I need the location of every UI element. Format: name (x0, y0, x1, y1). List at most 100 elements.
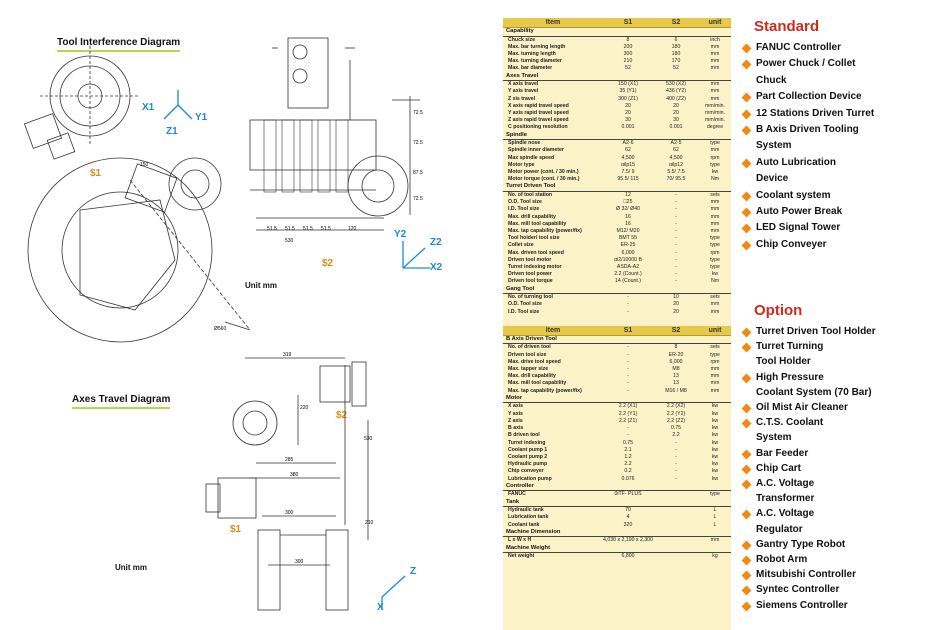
spec-unit: Nm (710, 176, 720, 183)
list-item: Coolant system (740, 188, 940, 204)
spec-item: Max. mill tool capability (508, 220, 567, 227)
spec-s2: - (675, 220, 677, 227)
spec-s2: 400 (Z2) (666, 95, 686, 102)
spec-item: Max. mill tool capability (508, 380, 567, 387)
spec-s2: - (675, 256, 677, 263)
list-item-continuation: Regulator (740, 522, 940, 537)
list-item: Chip Cart (740, 461, 940, 476)
spec-s2 (653, 553, 699, 560)
spec-item: Chuck size (508, 36, 536, 43)
list-item-label: Regulator (756, 523, 803, 535)
list-item: A.C. Voltage (740, 476, 940, 491)
list-item: Chip Conveyer (740, 237, 940, 253)
spec-unit: inch (710, 36, 720, 43)
spec-unit: kw (711, 403, 719, 410)
list-item: B Axis Driven Tooling (740, 122, 940, 138)
spec-s2: 20 (673, 110, 679, 117)
dim-label: 300 (295, 559, 304, 565)
spec-s2: 6 (674, 36, 678, 43)
list-item-continuation: System (740, 138, 940, 154)
spec-s2: - (675, 249, 677, 256)
diamond-bullet-icon (741, 342, 752, 353)
spec-s2: 180 (671, 51, 681, 57)
spec-item: No. of tool station (508, 192, 553, 199)
diamond-bullet-icon (741, 601, 752, 612)
list-item-continuation: Tool Holder (740, 354, 940, 369)
section-title: B Axis Driven Tool (503, 336, 731, 345)
spec-s1: Ø 32/ Ø40 (616, 206, 640, 213)
list-item-label: LED Signal Tower (756, 222, 841, 234)
spec-s2: 70/ 95.5 (666, 176, 686, 183)
list-item: LED Signal Tower (740, 220, 940, 236)
spec-s1: αi2/10000 B (614, 256, 642, 263)
spec-s2: 170 (671, 58, 681, 65)
spec-s2: A2-5 (670, 140, 682, 147)
spec-item: Z xis travel (508, 95, 536, 102)
list-item: C.T.S. Coolant (740, 415, 940, 430)
spec-s2: 20 (673, 102, 679, 109)
spec-unit: mm (710, 95, 720, 102)
s2-label-top: $2 (322, 258, 334, 269)
spec-s1: 150 (X1) (618, 81, 638, 88)
section-title: Capability (503, 28, 731, 37)
spec-s2: - (675, 439, 677, 446)
spec-item: Collet size (508, 242, 534, 249)
spec-item: No. of turning tool (508, 294, 553, 301)
spec-item: Max. driven tool speed (508, 249, 564, 256)
list-item: Auto Power Break (740, 204, 940, 220)
spec-s2: - (675, 453, 677, 460)
spec-item: Max. drill capability (508, 213, 556, 220)
spec-item: Max. drive tool speed (508, 358, 561, 365)
diamond-bullet-icon (741, 191, 752, 202)
axis-x1-label: X1 (142, 102, 155, 113)
spec-s1: A2-6 (622, 140, 634, 147)
spec-item: Max. tap capability (power/fix) (508, 387, 582, 394)
list-item-label: Coolant System (70 Bar) (756, 386, 872, 398)
spec-s1: □25 (623, 199, 633, 206)
spec-s1: 300 (623, 51, 633, 57)
spec-item: Max. tapper size (508, 366, 549, 373)
diamond-bullet-icon (741, 43, 752, 54)
spec-s1: - (627, 380, 629, 387)
spec-unit: mm/min. (705, 102, 725, 109)
spec-s2 (653, 537, 699, 544)
spec-s1: 4,500 (621, 154, 635, 161)
list-item-label: Bar Feeder (756, 447, 809, 459)
list-item-label: Oil Mist Air Cleaner (756, 402, 848, 414)
spec-unit: mm (710, 81, 720, 88)
unit-label-top: Unit mm (245, 281, 277, 290)
spec-s1: 14 (Count.) (615, 278, 641, 285)
list-item-label: Robot Arm (756, 554, 808, 566)
spec-s1: 0.2 (624, 468, 632, 475)
dim-label: Ø560 (214, 326, 227, 332)
list-item-label: Device (756, 173, 789, 185)
spec-unit: mm (710, 206, 720, 213)
spec-s1: 2.2 (X1) (618, 403, 638, 410)
diamond-bullet-icon (741, 540, 752, 551)
spec-s2: - (675, 475, 677, 482)
dim-label: 530 (285, 238, 294, 244)
spec-s1: 20 (625, 102, 631, 109)
spec-unit: rpm (710, 358, 720, 365)
spec-unit: mm (710, 88, 720, 95)
spec-s2 (653, 522, 699, 529)
spec-s2: - (675, 228, 677, 235)
spec-s2: 62 (673, 147, 679, 154)
spec-item: X axis travel (508, 81, 539, 88)
spec-s1: 320 (623, 521, 633, 528)
list-item-label: Gantry Type Robot (756, 538, 846, 550)
spec-s2: - (675, 446, 677, 453)
list-item-label: Chuck (756, 74, 787, 86)
spec-unit: Nm (710, 278, 720, 285)
spec-item: I.D. Tool size (508, 206, 540, 213)
spec-s1: 8 (626, 36, 630, 43)
